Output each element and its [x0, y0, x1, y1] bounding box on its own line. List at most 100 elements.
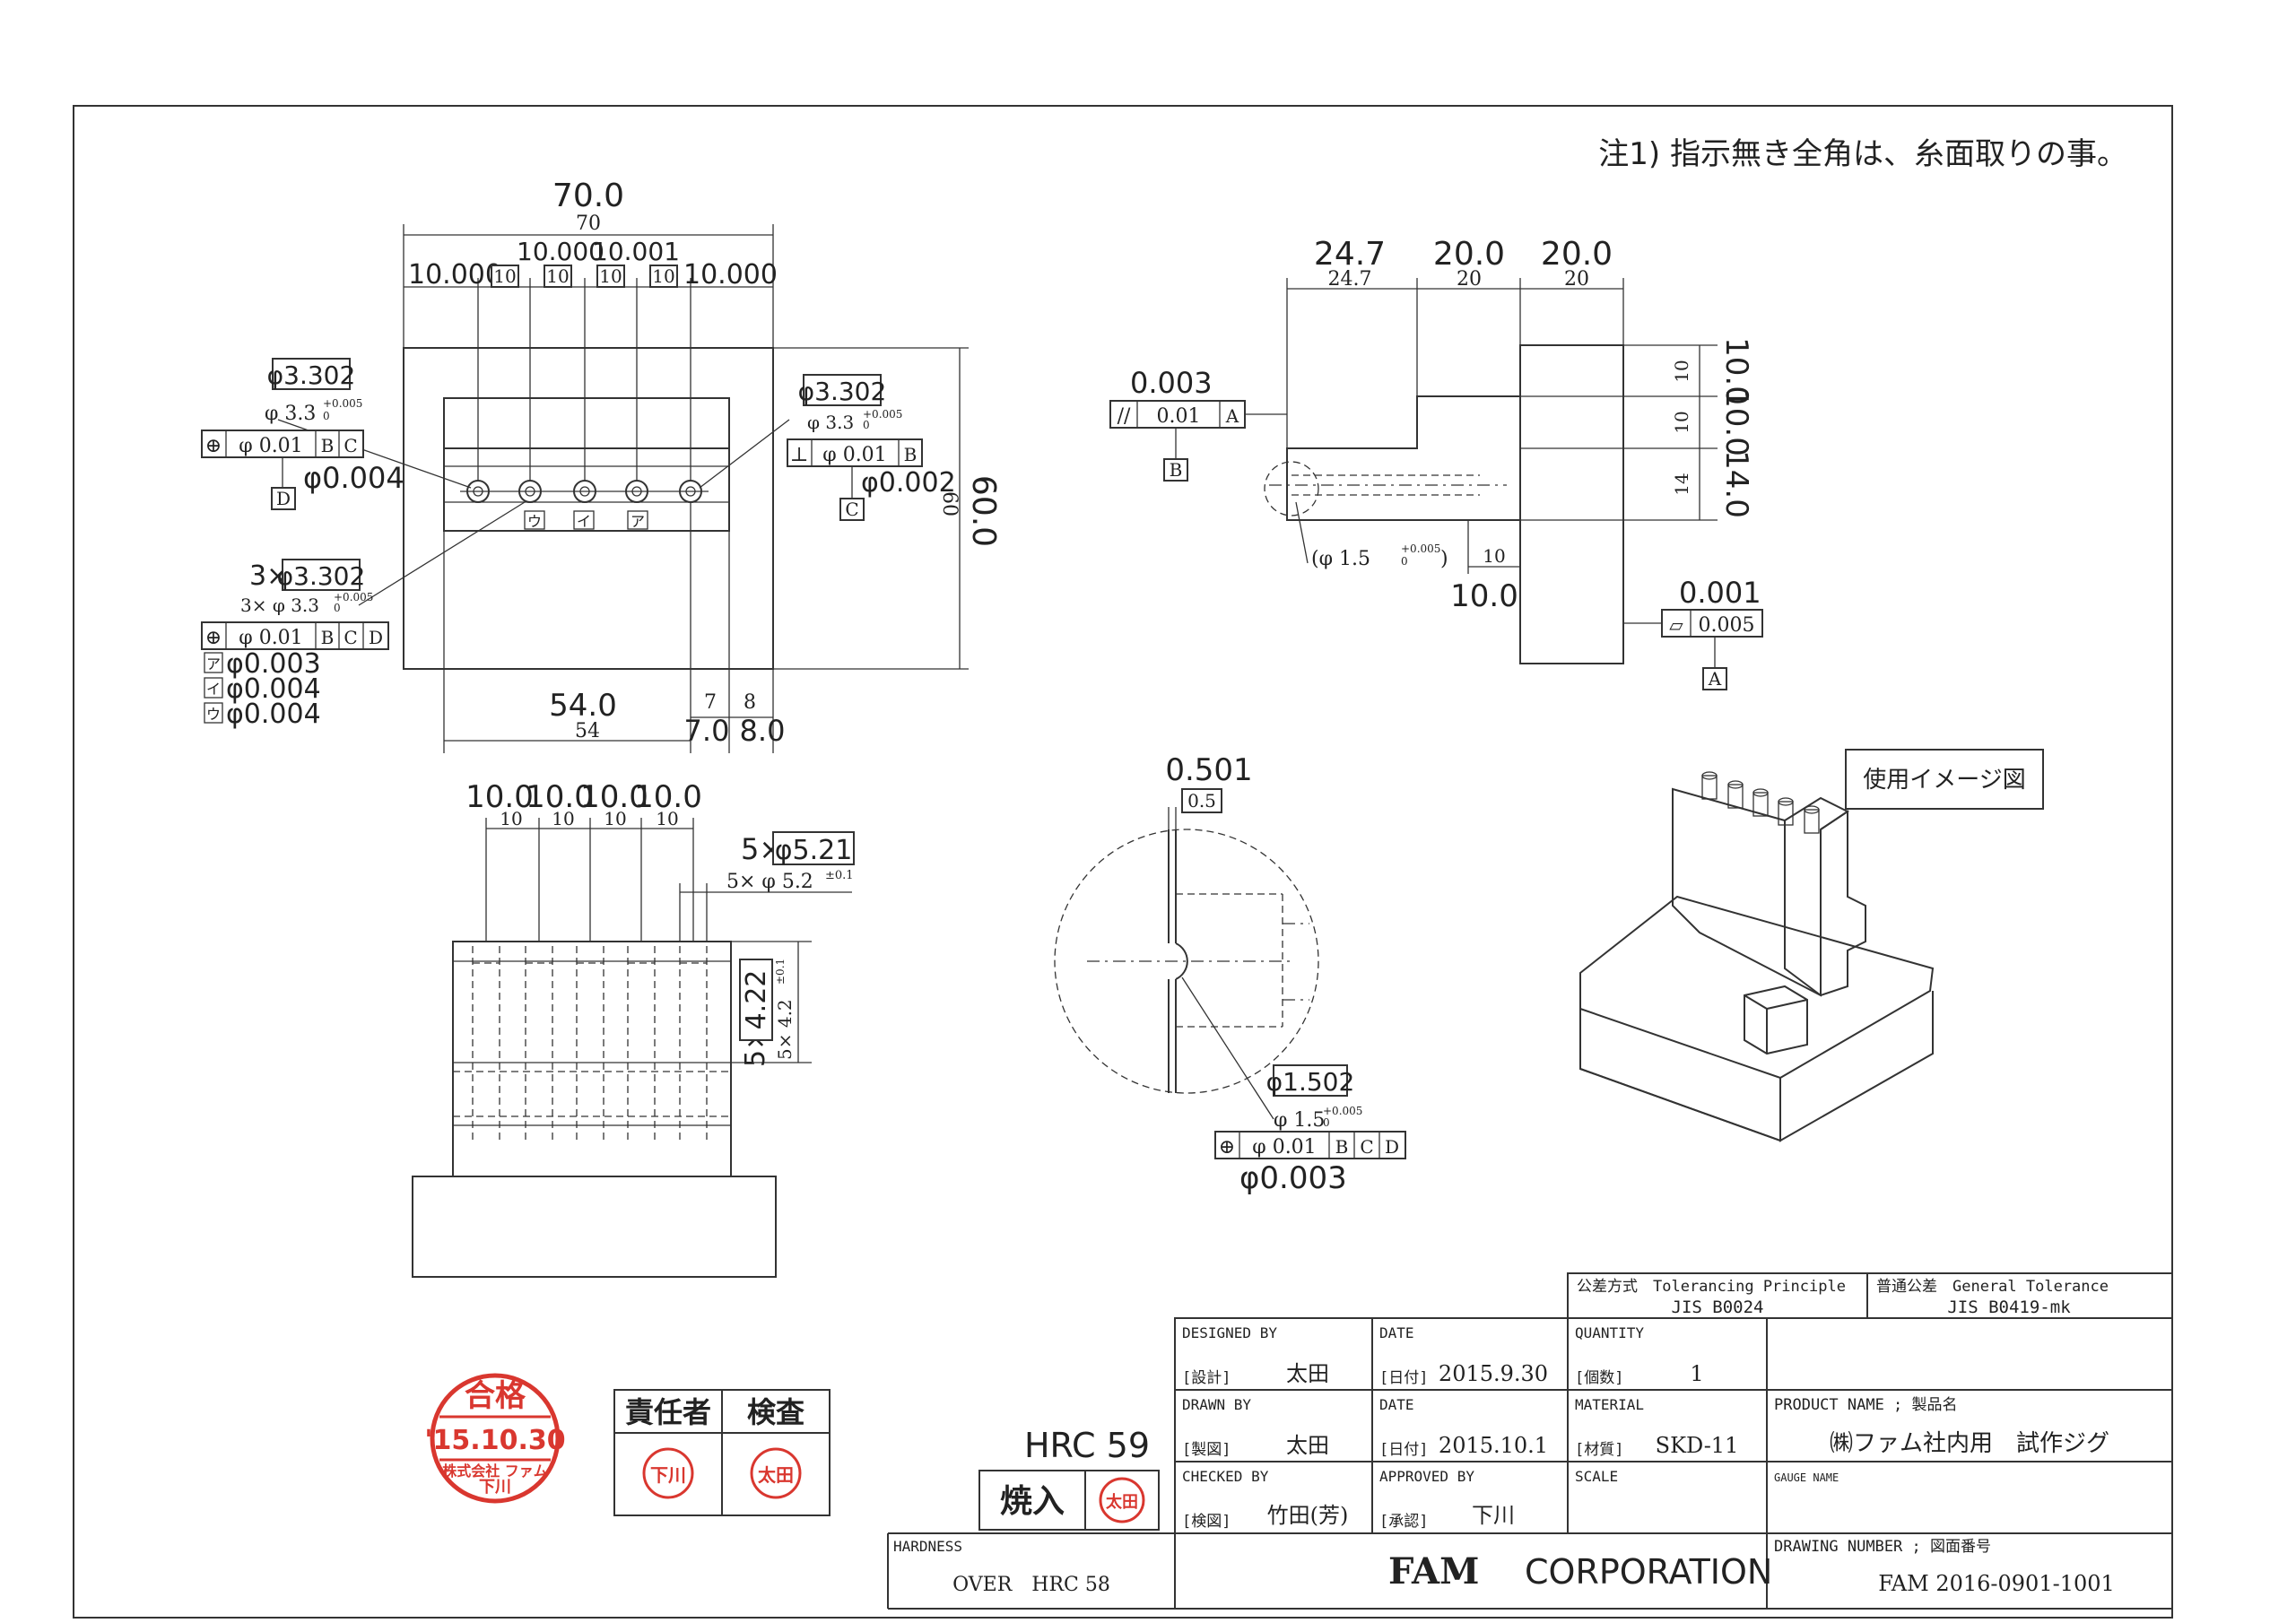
svg-text:ウ: ウ — [206, 706, 221, 723]
bottom-base — [412, 1176, 777, 1278]
bottom-depth-dim: 5× 4.2 — [774, 999, 796, 1060]
drawing-number: FAM 2016-0901-1001 — [1878, 1571, 2115, 1596]
detail-gap: 0.5 — [1187, 790, 1216, 812]
gen-tol: JIS B0419-mk — [1947, 1298, 2071, 1317]
svg-text:B: B — [321, 435, 335, 456]
right-hole-box: φ3.302 — [798, 377, 887, 406]
tol-principle: JIS B0024 — [1672, 1298, 1764, 1317]
svg-text:+0.005: +0.005 — [334, 591, 373, 603]
side-v10b-hand: 10.0 — [1718, 388, 1754, 456]
date1: 2015.9.30 — [1439, 1361, 1548, 1386]
front-dim-mid2: 10.001 — [592, 237, 680, 266]
svg-text:HARDNESS: HARDNESS — [893, 1538, 962, 1555]
approval-h2: 検査 — [747, 1395, 804, 1429]
yakiire: 焼入 — [1000, 1483, 1065, 1520]
svg-text:0: 0 — [323, 410, 330, 422]
side-d20a: 20 — [1457, 268, 1482, 291]
svg-text:⊕: ⊕ — [1219, 1136, 1235, 1159]
side-v10a-hand: 10.0 — [1718, 337, 1754, 405]
sheet-border — [73, 105, 2173, 1619]
bottom-hole-dim: 5× φ 5.2 — [726, 871, 813, 893]
svg-text:ア: ア — [206, 655, 221, 673]
front-height-hand: 60.0 — [965, 475, 1002, 547]
yakiire-box: 焼入 太田 — [978, 1470, 1160, 1531]
seal-2: 太田 — [758, 1464, 794, 1486]
svg-text:DESIGNED BY: DESIGNED BY — [1182, 1324, 1277, 1341]
svg-text:φ0.004: φ0.004 — [226, 673, 321, 705]
svg-text:ウ: ウ — [527, 513, 542, 530]
designed-name: 太田 — [1286, 1361, 1329, 1386]
side-d247-hand: 24.7 — [1314, 236, 1386, 273]
svg-text:B: B — [321, 627, 335, 648]
multi-fcf: ⊕ φ 0.01 B C D — [201, 621, 389, 650]
svg-text:イ: イ — [577, 513, 591, 530]
approval-h1: 責任者 — [625, 1395, 711, 1429]
svg-text:⊥: ⊥ — [790, 444, 809, 466]
svg-text:APPROVED BY: APPROVED BY — [1379, 1468, 1474, 1485]
svg-text:+0.005: +0.005 — [1401, 542, 1440, 555]
svg-text:DRAWN BY: DRAWN BY — [1182, 1396, 1251, 1413]
svg-text:D: D — [1385, 1136, 1399, 1158]
front-dim-left: 10.000 — [408, 259, 502, 291]
right-fcf: ⊥ φ 0.01 B — [787, 438, 923, 467]
svg-text:[承認]: [承認] — [1379, 1513, 1428, 1531]
svg-text:10: 10 — [604, 808, 626, 829]
svg-text:0.005: 0.005 — [1699, 614, 1755, 637]
detail-hand: φ0.003 — [1239, 1160, 1347, 1196]
side-h10-hand: 10.0 — [1450, 578, 1518, 614]
left-hole-box: φ3.302 — [267, 360, 356, 390]
date2: 2015.10.1 — [1439, 1433, 1548, 1458]
side-v10b: 10 — [1671, 411, 1692, 433]
bottom-p3-hand: 10.0 — [634, 779, 702, 815]
side-d247: 24.7 — [1328, 268, 1372, 291]
bottom-holes-hidden — [453, 946, 731, 1143]
side-flat-hand: 0.001 — [1679, 576, 1761, 610]
svg-text:[製図]: [製図] — [1182, 1441, 1231, 1459]
svg-text:▱: ▱ — [1669, 614, 1683, 636]
svg-text:φ 0.01: φ 0.01 — [239, 435, 302, 457]
side-d20b-hand: 20.0 — [1541, 236, 1613, 273]
title-block: 公差方式 Tolerancing Principle JIS B0024 普通公… — [887, 1272, 2173, 1610]
front-upper-block — [443, 397, 730, 449]
svg-text:0: 0 — [1323, 1116, 1330, 1129]
company-bold: FAM — [1388, 1550, 1479, 1593]
right-hand: φ0.002 — [861, 467, 956, 499]
bottom-p2-hand: 10.0 — [580, 779, 648, 815]
front-d7: 7 — [704, 691, 717, 714]
front-outer-plate — [403, 347, 774, 670]
iso-pins — [1701, 771, 1820, 834]
svg-text:GAUGE NAME: GAUGE NAME — [1774, 1471, 1839, 1484]
svg-text:QUANTITY: QUANTITY — [1575, 1324, 1644, 1341]
svg-text:φ 0.01: φ 0.01 — [239, 627, 302, 649]
svg-text:CHECKED BY: CHECKED BY — [1182, 1468, 1269, 1485]
detail-view: 0.501 0.5 φ1.502 φ 1.5 +0.005 0 ⊕ φ 0.01… — [1054, 752, 1406, 1196]
svg-text:[検図]: [検図] — [1182, 1513, 1231, 1531]
svg-text:+0.005: +0.005 — [1323, 1105, 1362, 1117]
detail-gap-hand: 0.501 — [1165, 752, 1252, 788]
hrc-hand: HRC 59 — [1024, 1426, 1150, 1465]
svg-text:0: 0 — [334, 602, 341, 614]
side-d20a-hand: 20.0 — [1433, 236, 1505, 273]
svg-text:[材質]: [材質] — [1575, 1441, 1623, 1459]
svg-text:0.01: 0.01 — [1157, 405, 1201, 428]
hardness: OVER HRC 58 — [952, 1574, 1110, 1596]
side-d20b: 20 — [1564, 268, 1589, 291]
hole-marks-in-view: ウ イ ア — [527, 513, 645, 530]
left-datum: D — [276, 488, 291, 509]
front-dim-right: 10.000 — [683, 259, 778, 291]
pass-title: 合格 — [465, 1378, 526, 1414]
product-name: ㈱ファム社内用 試作ジグ — [1830, 1430, 2109, 1457]
bottom-view: 10.0 10.0 10.0 10.0 10 10 10 10 5× φ5.21… — [412, 779, 855, 1278]
multi-box: φ3.302 — [277, 561, 366, 591]
svg-text:10: 10 — [500, 808, 522, 829]
svg-text:+0.005: +0.005 — [323, 397, 362, 410]
front-holes — [460, 480, 709, 503]
multi-dim: 3× φ 3.3 — [240, 595, 319, 616]
tol-principle-label: 公差方式 Tolerancing Principle — [1577, 1278, 1846, 1296]
company-rest: CORPORATION — [1525, 1552, 1772, 1592]
drawn-name: 太田 — [1286, 1433, 1329, 1458]
pass-date: '15.10.30 — [424, 1425, 565, 1456]
svg-text:SCALE: SCALE — [1575, 1468, 1618, 1485]
svg-text:A: A — [1225, 405, 1239, 427]
